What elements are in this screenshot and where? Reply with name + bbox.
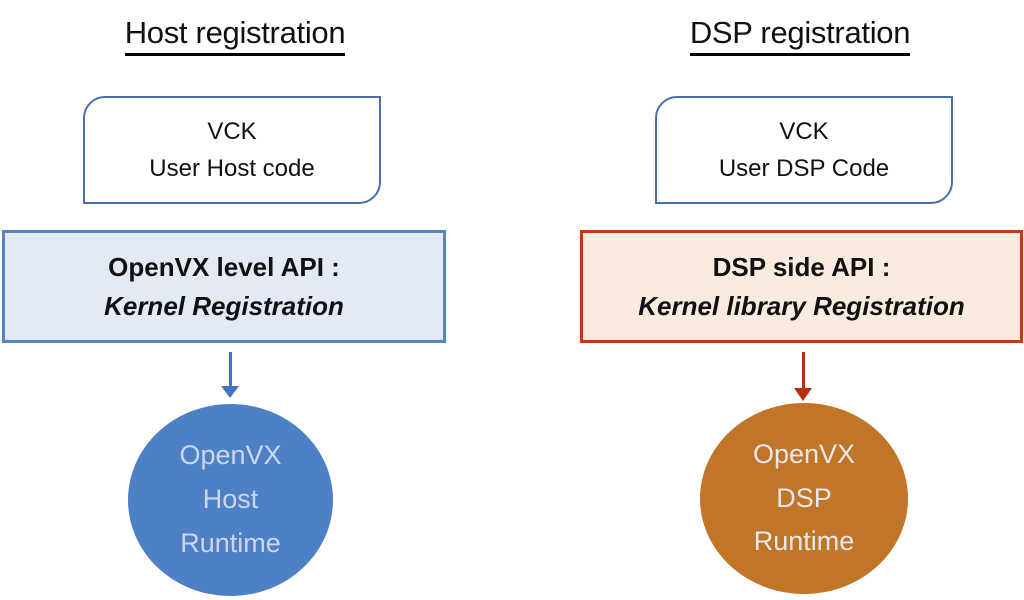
host-registration-title: Host registration xyxy=(60,14,410,66)
host-registration-title-text: Host registration xyxy=(124,14,346,57)
dsp-arrow-head xyxy=(794,388,812,401)
host-api-box: OpenVX level API : Kernel Registration xyxy=(2,230,446,343)
dsp-registration-title: DSP registration xyxy=(630,14,970,66)
host-runtime-line3: Runtime xyxy=(180,527,281,558)
host-vck-line1: VCK xyxy=(207,117,257,145)
dsp-vck-line2: User DSP Code xyxy=(718,155,890,182)
host-runtime-circle: OpenVX Host Runtime xyxy=(128,404,333,596)
host-arrow-stem xyxy=(228,352,232,388)
dsp-runtime-line3: Runtime xyxy=(753,526,855,557)
dsp-vck-box: VCK User DSP Code xyxy=(655,96,953,204)
dsp-arrow-down-icon xyxy=(793,352,813,401)
dsp-api-line2: Kernel library Registration xyxy=(638,290,965,321)
dsp-vck-line1: VCK xyxy=(779,117,829,145)
dsp-registration-title-text: DSP registration xyxy=(689,14,910,57)
host-api-line2: Kernel Registration xyxy=(104,290,344,321)
host-api-line1: OpenVX level API : xyxy=(108,251,340,282)
host-vck-box: VCK User Host code xyxy=(83,96,381,204)
dsp-runtime-line2: DSP xyxy=(776,482,832,513)
host-runtime-line2: Host xyxy=(202,484,259,515)
host-runtime-line1: OpenVX xyxy=(179,440,282,471)
host-arrow-head xyxy=(221,386,239,398)
host-arrow-down-icon xyxy=(220,352,240,398)
dsp-runtime-line1: OpenVX xyxy=(752,438,856,469)
dsp-api-line1: DSP side API : xyxy=(712,251,891,282)
host-vck-line2: User Host code xyxy=(149,155,315,182)
dsp-api-box: DSP side API : Kernel library Registrati… xyxy=(580,230,1023,343)
dsp-runtime-circle: OpenVX DSP Runtime xyxy=(700,403,908,594)
dsp-arrow-stem xyxy=(801,352,805,390)
